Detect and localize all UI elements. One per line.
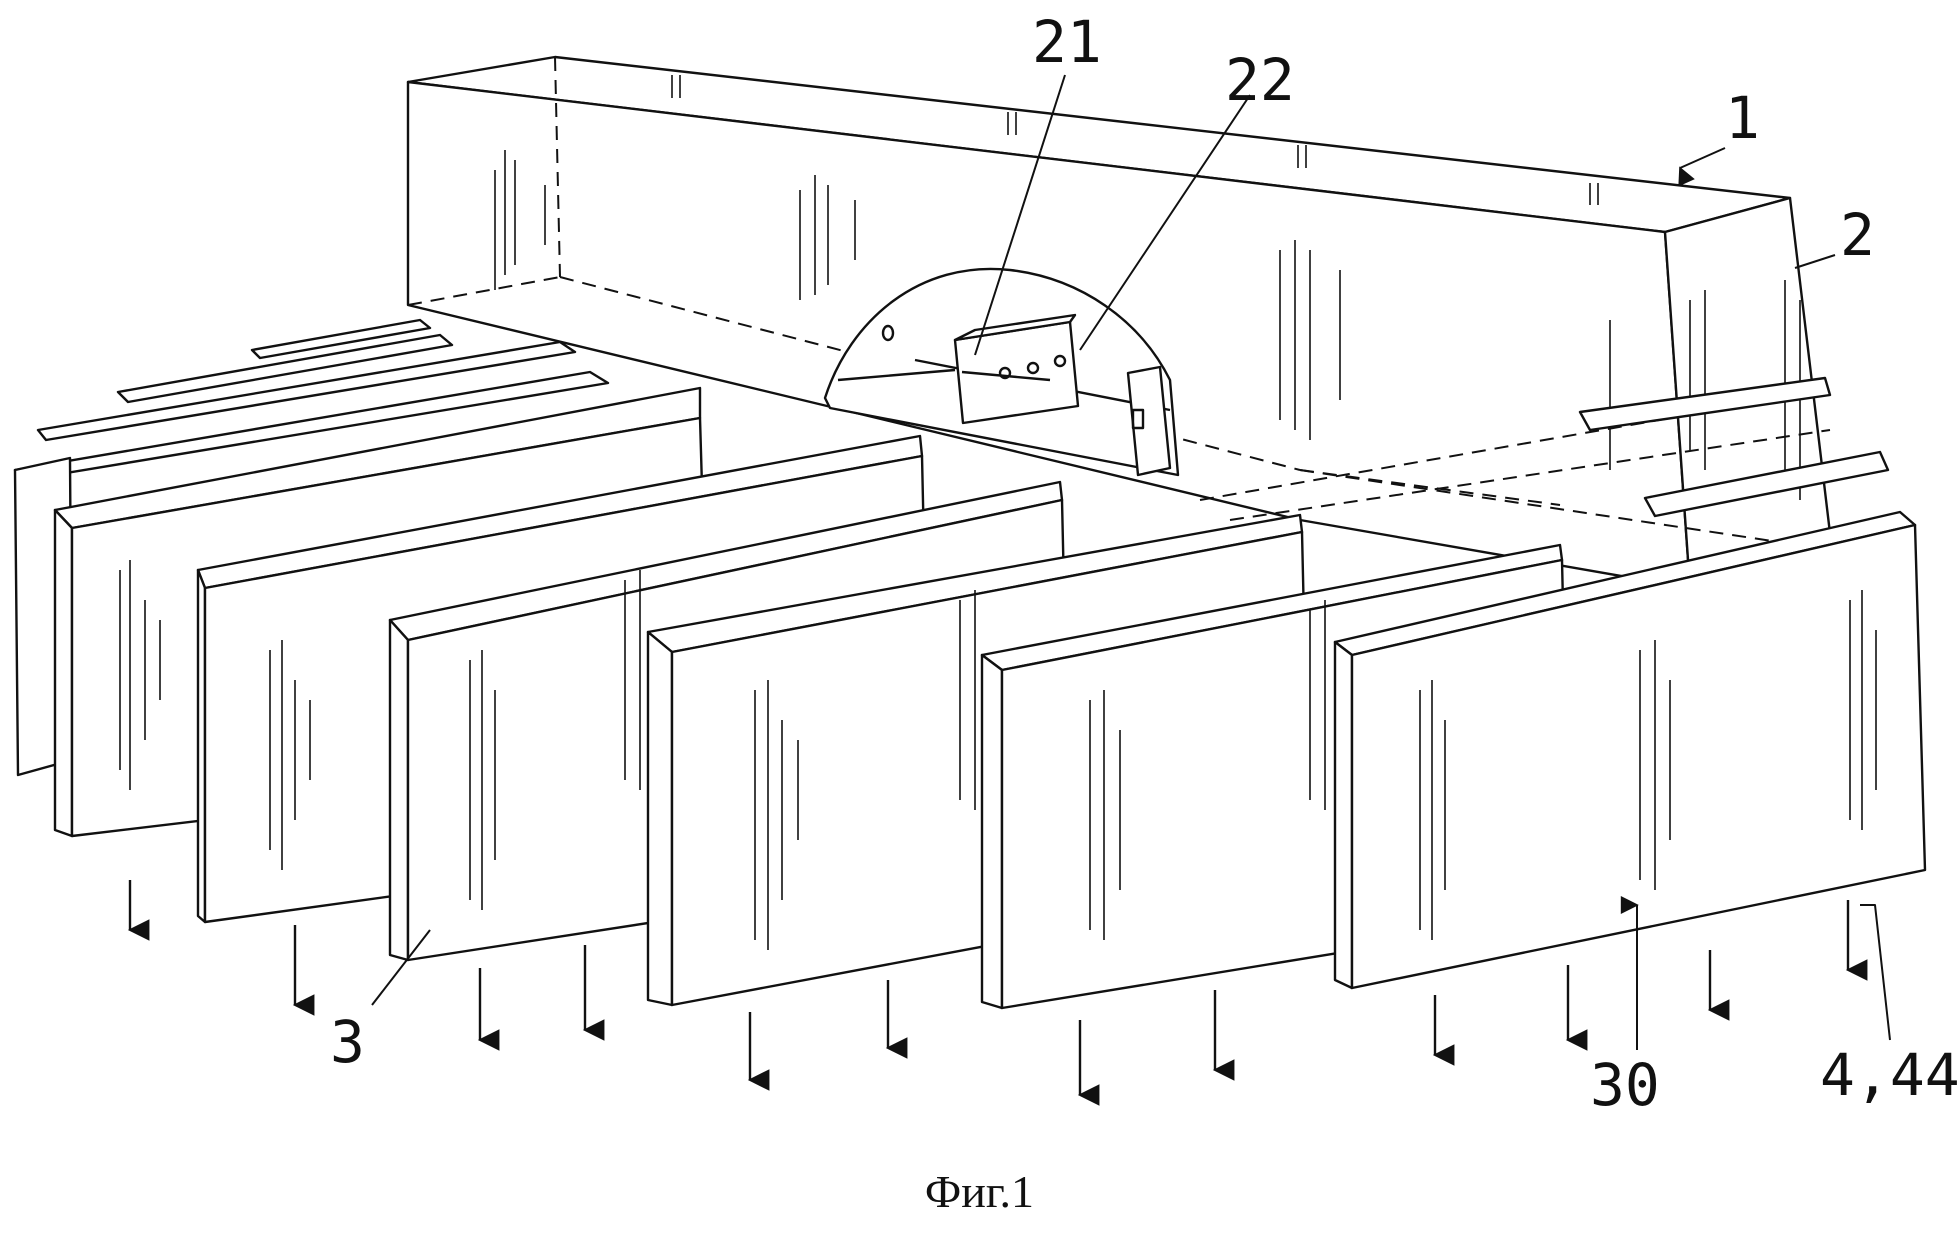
label-mark-30: 30 — [1590, 1051, 1660, 1119]
label-housing-side-2: 2 — [1840, 201, 1875, 269]
plate-row — [13, 376, 1927, 1010]
label-mark-4-44: 4,44 — [1820, 1041, 1959, 1109]
leader-lines — [371, 74, 1891, 1050]
plate — [1333, 510, 1927, 990]
sensor-block-top — [953, 313, 1077, 342]
label-sensor-21: 21 — [1032, 8, 1102, 76]
back-plates — [13, 318, 610, 482]
label-housing-1: 1 — [1725, 84, 1760, 152]
sensor-bracket — [1126, 365, 1172, 477]
downward-arrows — [127, 880, 1868, 1106]
label-plate-3: 3 — [330, 1008, 365, 1076]
plate-hatching — [119, 560, 1877, 950]
figure-caption: Фиг.1 — [924, 1166, 1035, 1217]
label-sensor-22: 22 — [1225, 46, 1295, 114]
